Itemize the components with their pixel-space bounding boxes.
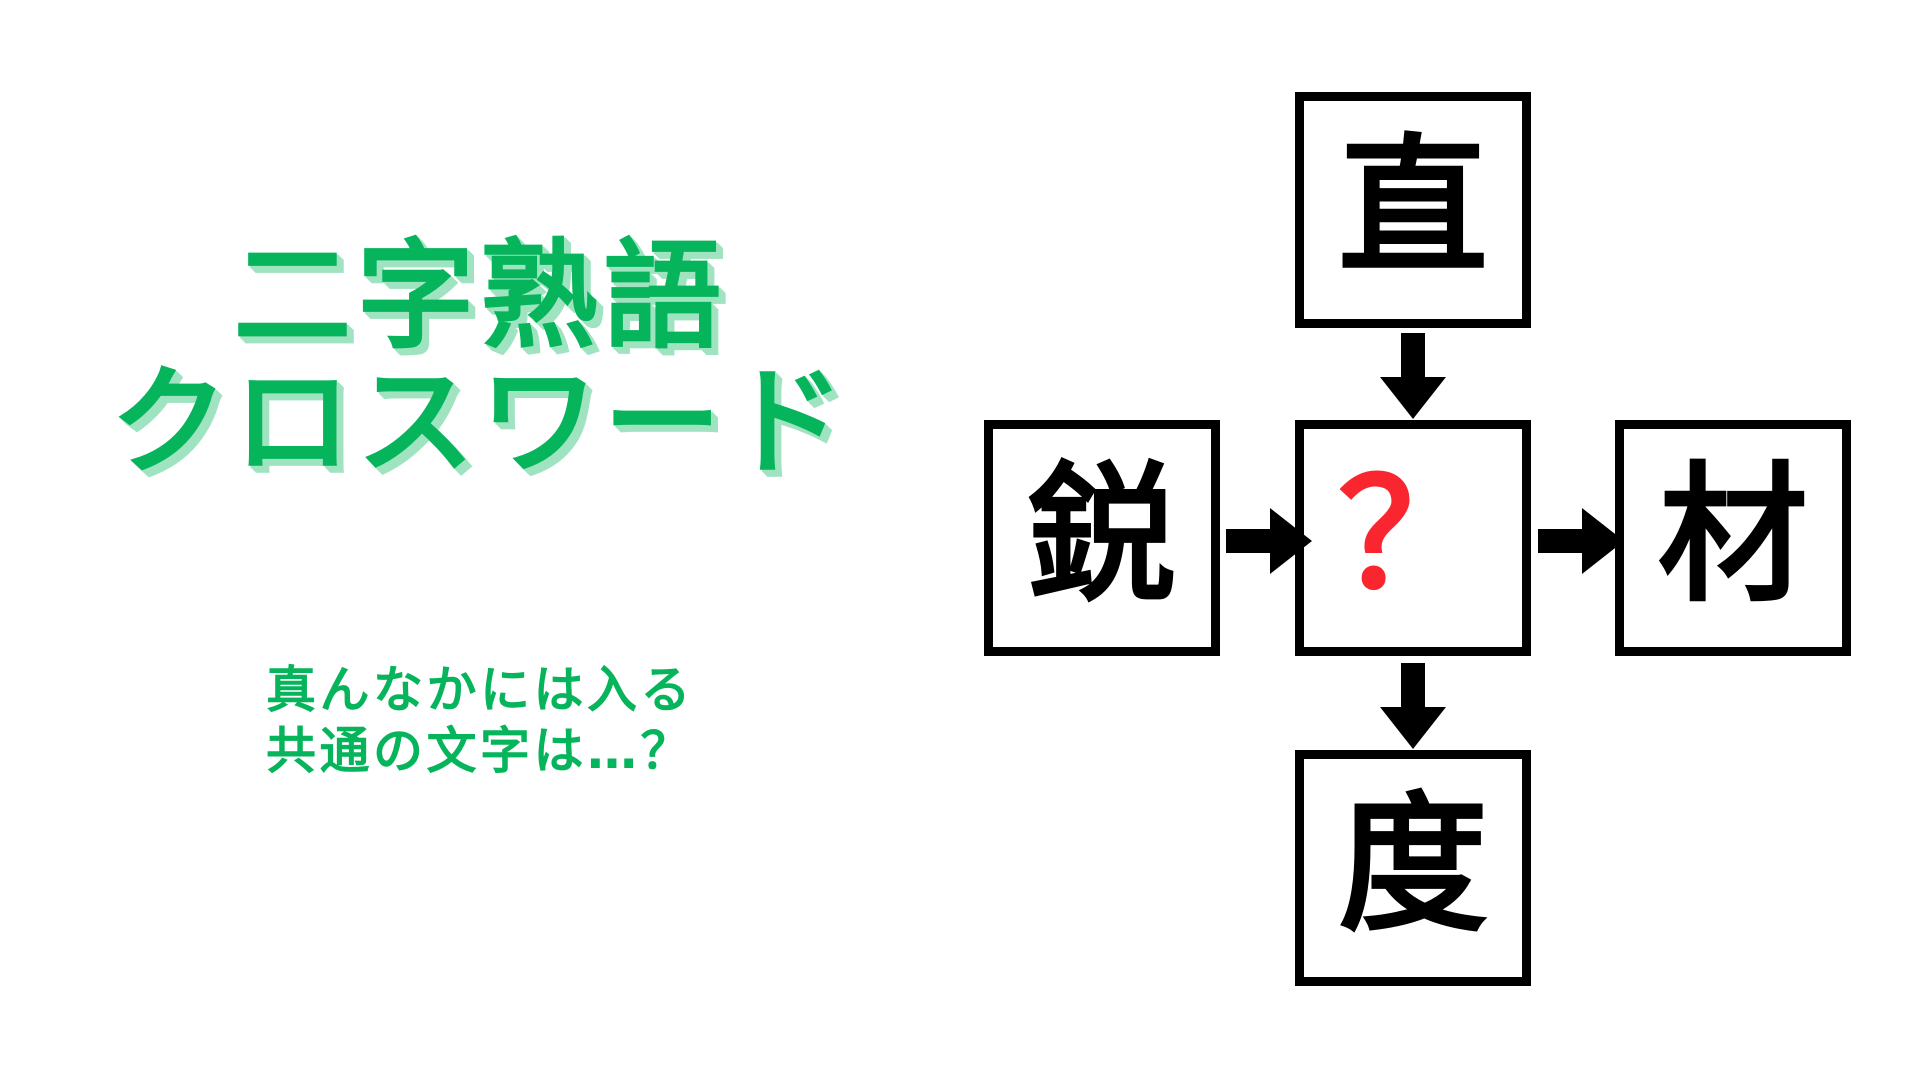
subtitle-line-1: 真んなかには入る [266, 661, 694, 719]
puzzle-cell-right: 材 [1615, 420, 1851, 656]
arrow-down-icon-center-to-bottom [1380, 663, 1446, 749]
subtitle-block: 真んなかには入る 共通の文字は…？ [0, 660, 960, 782]
puzzle-cell-bottom: 度 [1295, 750, 1531, 986]
arrow-right-icon-left-to-center [1226, 508, 1312, 574]
puzzle-cell-bottom-char: 度 [1337, 779, 1488, 953]
subtitle-line-2: 共通の文字は…？ [266, 722, 694, 780]
puzzle-cell-top: 直 [1295, 92, 1531, 328]
question-mark-icon: ？ [1337, 449, 1488, 623]
title-line-1: 二字熟語 [233, 227, 727, 365]
puzzle-cell-left-char: 鋭 [1026, 449, 1177, 623]
puzzle-cell-left: 鋭 [984, 420, 1220, 656]
puzzle-cell-right-char: 材 [1657, 449, 1808, 623]
crossword-diagram: 直 鋭 ？ 材 度 [960, 0, 1920, 1080]
title-line-2: クロスワード [110, 353, 850, 492]
puzzle-cell-top-char: 直 [1337, 121, 1488, 295]
puzzle-cell-center-answer[interactable]: ？ [1295, 420, 1531, 656]
arrow-right-icon-center-to-right [1538, 508, 1624, 574]
title-block: 二字熟語 クロスワード [0, 236, 960, 483]
arrow-down-icon-top-to-center [1380, 333, 1446, 419]
